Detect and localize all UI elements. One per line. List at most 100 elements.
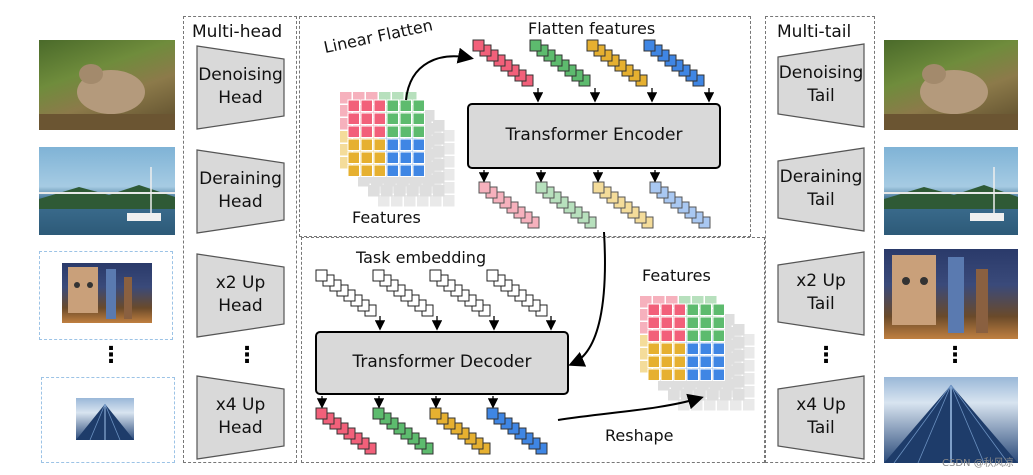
enc-feature-faded-cell bbox=[392, 92, 404, 104]
dec-feature-cell-blue bbox=[712, 368, 725, 381]
dec-feature-layer-cell bbox=[671, 379, 683, 391]
enc-feature-layer-cell bbox=[433, 146, 445, 158]
dec-feature-layer-cell bbox=[697, 379, 709, 391]
decoder-features-label: Features bbox=[642, 266, 711, 285]
encoder-frame bbox=[299, 16, 751, 237]
input-image-face-building-small bbox=[62, 263, 152, 323]
decout-green-token bbox=[372, 407, 385, 420]
face-shape-output bbox=[892, 255, 988, 333]
dec-feature-layer-cell bbox=[658, 379, 670, 391]
bridge-shape-output bbox=[884, 167, 1018, 221]
dec-feature-layer-cell bbox=[723, 379, 735, 391]
decout-blue-token bbox=[486, 407, 499, 420]
tail-shapes bbox=[777, 43, 865, 460]
enc-feature-cell-yellow bbox=[347, 151, 360, 164]
enc-feature-cell-yellow bbox=[360, 164, 373, 177]
dec-feature-layer-cell bbox=[743, 386, 755, 398]
enc-feature-faded-cell bbox=[353, 92, 365, 104]
enc-feature-layer-cell bbox=[423, 175, 435, 187]
dec-feature-cell-pink bbox=[647, 329, 660, 342]
encoder-to-decoder-arrow bbox=[568, 231, 606, 367]
enc-feature-faded-cell bbox=[379, 92, 391, 104]
enc-feature-cell-blue bbox=[412, 151, 425, 164]
dec-feature-cell-green bbox=[699, 303, 712, 316]
enc-feature-cell-green bbox=[412, 112, 425, 125]
dec-feature-cell-green bbox=[712, 303, 725, 316]
output-image-clean-bird bbox=[884, 40, 1018, 130]
task-2-token bbox=[429, 269, 442, 282]
multi-tail-title: Multi-tail bbox=[777, 22, 852, 42]
flatten-yellow-token bbox=[586, 39, 599, 52]
dec-feature-layer-cell bbox=[723, 340, 735, 352]
skyscraper-shape bbox=[76, 403, 134, 440]
dec-feature-faded-cell bbox=[653, 296, 665, 308]
denoising-tail-shape bbox=[777, 43, 865, 128]
reshape-label: Reshape bbox=[605, 426, 674, 445]
enc-feature-layer-cell bbox=[381, 185, 393, 197]
dec-feature-layer-cell bbox=[733, 363, 745, 375]
enc-feature-layer-cell bbox=[423, 136, 435, 148]
enc-feature-layer-cell bbox=[417, 195, 429, 207]
enc-feature-layer-cell bbox=[430, 195, 442, 207]
dec-feature-cell-pink bbox=[673, 316, 686, 329]
enc-feature-layer-cell bbox=[443, 195, 455, 207]
enc-feature-cell-pink bbox=[360, 112, 373, 125]
dec-feature-faded-cell bbox=[640, 361, 652, 373]
enc-feature-cell-blue bbox=[412, 138, 425, 151]
multi-head-title: Multi-head bbox=[192, 22, 283, 42]
enc-feature-layer-cell bbox=[404, 195, 416, 207]
dec-feature-cell-blue bbox=[686, 355, 699, 368]
enc-feature-faded-cell bbox=[340, 157, 352, 169]
dec-feature-faded-cell bbox=[705, 296, 717, 308]
enc-feature-cell-blue bbox=[412, 164, 425, 177]
dec-feature-layer-cell bbox=[710, 379, 722, 391]
enc-feature-layer-cell bbox=[394, 185, 406, 197]
enc-feature-cell-green bbox=[386, 125, 399, 138]
enc-feature-layer-cell bbox=[423, 149, 435, 161]
enc-feature-cell-green bbox=[399, 99, 412, 112]
enc-feature-layer-cell bbox=[371, 175, 383, 187]
enc-feature-cell-pink bbox=[373, 125, 386, 138]
dec-feature-cell-blue bbox=[699, 355, 712, 368]
dec-feature-layer-cell bbox=[743, 360, 755, 372]
enc-feature-layer-cell bbox=[410, 175, 422, 187]
encout-yellow-token bbox=[592, 181, 605, 194]
dec-feature-cell-yellow bbox=[673, 342, 686, 355]
dec-feature-cell-green bbox=[712, 329, 725, 342]
x2-up-tail-shape bbox=[777, 251, 865, 336]
enc-feature-cell-blue bbox=[399, 151, 412, 164]
dec-feature-layer-cell bbox=[733, 337, 745, 349]
dec-feature-cell-pink bbox=[647, 303, 660, 316]
bridge-shape bbox=[39, 167, 175, 221]
denoising-head-shape bbox=[196, 45, 285, 130]
enc-feature-layer-cell bbox=[443, 156, 455, 168]
enc-feature-cell-blue bbox=[386, 138, 399, 151]
task-embedding-label: Task embedding bbox=[356, 248, 487, 267]
dec-feature-cell-yellow bbox=[660, 368, 673, 381]
task-1-token bbox=[372, 269, 385, 282]
enc-feature-faded-cell bbox=[366, 92, 378, 104]
flatten-features-label: Flatten features bbox=[528, 19, 656, 38]
dec-feature-faded-cell bbox=[640, 322, 652, 334]
enc-feature-layer-cell bbox=[443, 182, 455, 194]
enc-feature-layer-cell bbox=[443, 130, 455, 142]
flatten-blue-token bbox=[643, 39, 656, 52]
enc-feature-faded-cell bbox=[340, 92, 352, 104]
dec-feature-cell-yellow bbox=[647, 368, 660, 381]
enc-feature-layer-cell bbox=[378, 195, 390, 207]
output-image-face-building bbox=[884, 249, 1018, 339]
dec-feature-layer-cell bbox=[733, 350, 745, 362]
enc-feature-cell-yellow bbox=[373, 151, 386, 164]
dec-feature-faded-cell bbox=[640, 335, 652, 347]
encout-green-token bbox=[535, 181, 548, 194]
dec-feature-cell-green bbox=[712, 316, 725, 329]
enc-feature-cell-blue bbox=[386, 164, 399, 177]
input-image-rainy-bridge bbox=[39, 147, 175, 235]
dec-feature-cell-pink bbox=[673, 303, 686, 316]
